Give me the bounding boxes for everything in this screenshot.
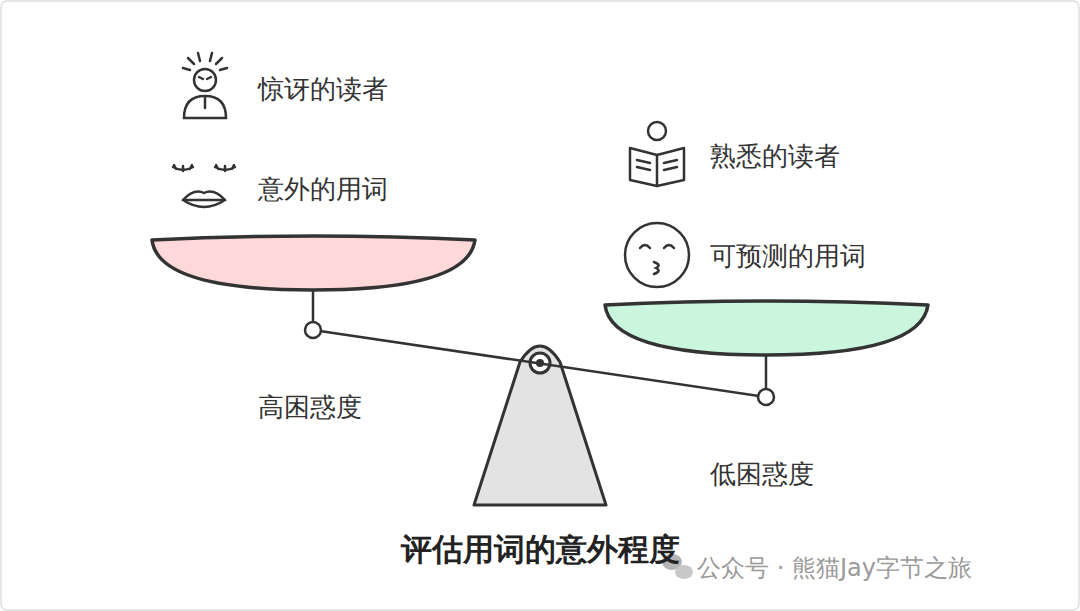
caption-label: 熟悉的读者: [710, 141, 840, 172]
left-pan: [152, 236, 475, 290]
watermark: 公众号 · 熊猫Jay字节之旅: [697, 554, 972, 583]
surprised-reader-icon: [183, 53, 227, 118]
content-face-icon: [625, 223, 689, 287]
reading-person-icon: [630, 122, 684, 186]
perplexity-label: 高困惑度: [258, 392, 362, 423]
right-pan: [605, 301, 928, 355]
caption-label: 意外的用词: [258, 174, 388, 205]
diagram-title: 评估用词的意外程度: [401, 531, 680, 568]
eyes-lips-icon: [173, 165, 235, 207]
perplexity-label: 低困惑度: [710, 459, 814, 490]
caption-label: 惊讶的读者: [258, 74, 388, 105]
caption-label: 可预测的用词: [710, 241, 866, 272]
